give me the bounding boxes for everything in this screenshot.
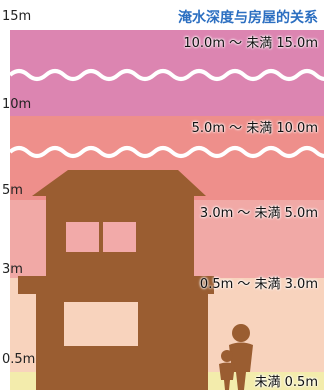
depth-label-05m: 0.5m bbox=[2, 352, 36, 367]
range-label-under-05: 未満 0.5m bbox=[254, 375, 318, 390]
depth-label-10m: 10m bbox=[2, 97, 32, 112]
range-label-05-3: 0.5m ～ 未満 3.0m bbox=[199, 277, 318, 292]
house-icon bbox=[18, 170, 214, 390]
wave-icon bbox=[10, 146, 324, 158]
depth-label-5m: 5m bbox=[2, 183, 23, 198]
child-figure-icon bbox=[219, 350, 235, 390]
adult-figure-icon bbox=[229, 324, 253, 390]
depth-label-15m: 15m bbox=[2, 9, 32, 24]
range-label-10-15: 10.0m ～ 未満 15.0m bbox=[183, 36, 318, 51]
range-label-5-10: 5.0m ～ 未満 10.0m bbox=[191, 121, 318, 136]
wave-icon bbox=[10, 69, 324, 81]
diagram-title: 淹水深度与房屋的关系 bbox=[178, 10, 318, 26]
depth-label-3m: 3m bbox=[2, 262, 23, 277]
range-label-3-5: 3.0m ～ 未満 5.0m bbox=[199, 206, 318, 221]
